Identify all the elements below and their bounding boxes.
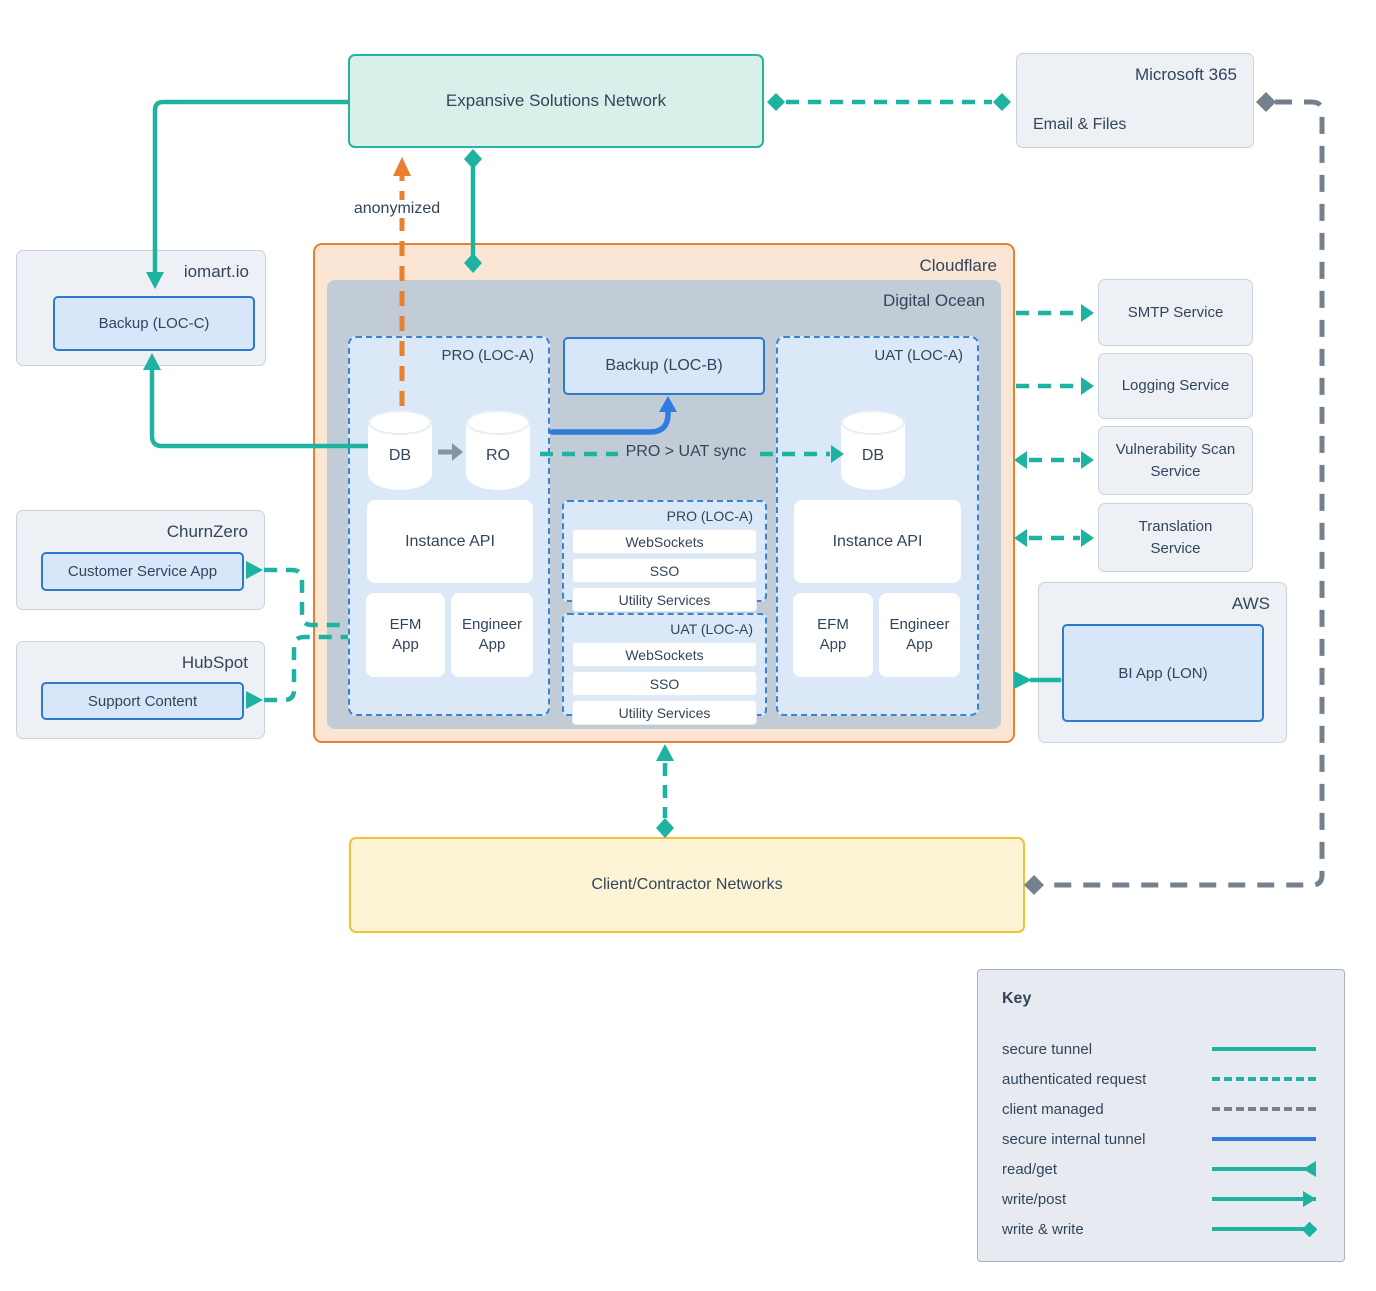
anonymized-label: anonymized — [345, 200, 449, 218]
backup-loc-b-box: Backup (LOC-B) — [563, 337, 765, 395]
node-client-contractor-networks: Client/Contractor Networks — [349, 837, 1025, 933]
pro-services-row-sso: SSO — [572, 558, 757, 583]
node-translation-service: Translation Service — [1098, 503, 1253, 572]
key-swatch-write-and-write — [1212, 1220, 1316, 1238]
group-pro-services: PRO (LOC-A) WebSockets SSO Utility Servi… — [562, 500, 767, 612]
diamond-microsoft-right — [1256, 92, 1276, 112]
key-swatch-authenticated-request — [1212, 1070, 1316, 1088]
pro-instance-api-label: Instance API — [405, 532, 495, 550]
arrowhead-smtp — [1081, 304, 1094, 322]
diamond-client-networks-top — [656, 818, 674, 838]
key-swatch-secure-tunnel — [1212, 1040, 1316, 1058]
pro-services-row-websockets: WebSockets — [572, 529, 757, 554]
backup-loc-b-label: Backup (LOC-B) — [605, 357, 723, 374]
microsoft-service-label: Email & Files — [1033, 116, 1127, 133]
pro-services-title: PRO (LOC-A) — [666, 508, 753, 524]
digital-ocean-title: Digital Ocean — [882, 291, 985, 310]
pro-engineer-app-label: Engineer App — [461, 615, 523, 653]
cloudflare-title: Cloudflare — [919, 256, 998, 275]
bi-app-label: BI App (LON) — [1118, 664, 1208, 682]
uat-engineer-app-label: Engineer App — [889, 615, 950, 653]
aws-title: AWS — [1231, 594, 1270, 613]
arrowhead-translation-right — [1081, 529, 1094, 547]
node-smtp-service: SMTP Service — [1098, 279, 1253, 346]
support-content-box: Support Content — [41, 682, 244, 720]
uat-db-label: DB — [861, 447, 885, 464]
key-swatch-write-post — [1212, 1190, 1316, 1208]
pro-ro-label: RO — [486, 447, 510, 464]
uat-engineer-app-box: Engineer App — [879, 593, 960, 677]
group-uat-services: UAT (LOC-A) WebSockets SSO Utility Servi… — [562, 613, 767, 725]
pro-efm-app-box: EFM App — [366, 593, 445, 677]
uat-services-row-sso: SSO — [572, 671, 757, 696]
uat-instance-api-box: Instance API — [794, 500, 961, 583]
key-row-authenticated-request: authenticated request — [1002, 1064, 1316, 1094]
pro-ro-cylinder: RO — [466, 410, 530, 490]
iomart-title: iomart.io — [183, 262, 249, 281]
node-microsoft-365: Microsoft 365 Email & Files — [1016, 53, 1254, 148]
backup-loc-c-label: Backup (LOC-C) — [98, 315, 210, 332]
uat-title: UAT (LOC-A) — [874, 347, 963, 364]
uat-services-row-utility: Utility Services — [572, 700, 757, 725]
node-expansive-solutions-network: Expansive Solutions Network — [348, 54, 764, 148]
translation-service-label: Translation Service — [1138, 517, 1213, 557]
pro-efm-app-label: EFM App — [389, 615, 422, 653]
key-swatch-secure-internal-tunnel — [1212, 1130, 1316, 1148]
arrowhead-vulnerability-right — [1081, 451, 1094, 469]
diamond-expansive-bottom — [464, 149, 482, 169]
bi-app-box: BI App (LON) — [1062, 624, 1264, 722]
key-title: Key — [1002, 990, 1032, 1007]
arrowhead-logging — [1081, 377, 1094, 395]
node-hubspot: HubSpot Support Content — [16, 641, 265, 739]
customer-service-app-label: Customer Service App — [67, 563, 218, 580]
pro-db-label: DB — [388, 447, 412, 464]
backup-loc-c-box: Backup (LOC-C) — [53, 296, 255, 351]
vulnerability-scan-service-label: Vulnerability Scan Service — [1115, 440, 1236, 480]
uat-services-title: UAT (LOC-A) — [670, 621, 753, 637]
client-networks-label: Client/Contractor Networks — [591, 876, 783, 893]
pro-title: PRO (LOC-A) — [441, 347, 534, 364]
arrowhead-cloudflare-bottom — [656, 744, 674, 761]
key-row-secure-internal-tunnel: secure internal tunnel — [1002, 1124, 1316, 1154]
uat-services-row-websockets: WebSockets — [572, 642, 757, 667]
pro-engineer-app-box: Engineer App — [451, 593, 533, 677]
churnzero-title: ChurnZero — [166, 522, 248, 541]
key-row-secure-tunnel: secure tunnel — [1002, 1034, 1316, 1064]
expansive-title: Expansive Solutions Network — [445, 91, 667, 110]
pro-instance-api-box: Instance API — [367, 500, 533, 583]
logging-service-label: Logging Service — [1121, 377, 1230, 395]
smtp-service-label: SMTP Service — [1127, 303, 1224, 321]
pro-services-row-utility: Utility Services — [572, 587, 757, 612]
node-vulnerability-scan-service: Vulnerability Scan Service — [1098, 426, 1253, 495]
arrowhead-vulnerability-left — [1014, 451, 1027, 469]
customer-service-app-box: Customer Service App — [41, 552, 244, 591]
uat-efm-app-label: EFM App — [817, 615, 849, 653]
hubspot-title: HubSpot — [181, 653, 248, 672]
readhead-bi-app — [1014, 671, 1032, 689]
node-logging-service: Logging Service — [1098, 353, 1253, 419]
key-swatch-read-get — [1212, 1160, 1316, 1178]
arrowhead-anonymized — [393, 157, 411, 176]
node-iomart: iomart.io Backup (LOC-C) — [16, 250, 266, 366]
key-row-write-and-write: write & write — [1002, 1214, 1316, 1244]
key-swatch-client-managed — [1212, 1100, 1316, 1118]
uat-db-cylinder: DB — [841, 410, 905, 490]
key-row-client-managed: client managed — [1002, 1094, 1316, 1124]
key-legend: Key secure tunnel authenticated request … — [977, 969, 1345, 1262]
arrowhead-translation-left — [1014, 529, 1027, 547]
key-row-read-get: read/get — [1002, 1154, 1316, 1184]
microsoft-title: Microsoft 365 — [1134, 65, 1237, 84]
support-content-label: Support Content — [87, 692, 198, 710]
uat-instance-api-label: Instance API — [832, 532, 923, 550]
diamond-client-networks-right — [1024, 875, 1044, 895]
key-row-write-post: write/post — [1002, 1184, 1316, 1214]
node-aws: AWS BI App (LON) — [1038, 582, 1287, 743]
diamond-microsoft-left — [993, 93, 1011, 111]
node-churnzero: ChurnZero Customer Service App — [16, 510, 265, 610]
pro-db-cylinder: DB — [368, 410, 432, 490]
diamond-expansive-right — [767, 93, 785, 111]
uat-efm-app-box: EFM App — [793, 593, 873, 677]
pro-uat-sync-label: PRO > UAT sync — [618, 443, 754, 461]
